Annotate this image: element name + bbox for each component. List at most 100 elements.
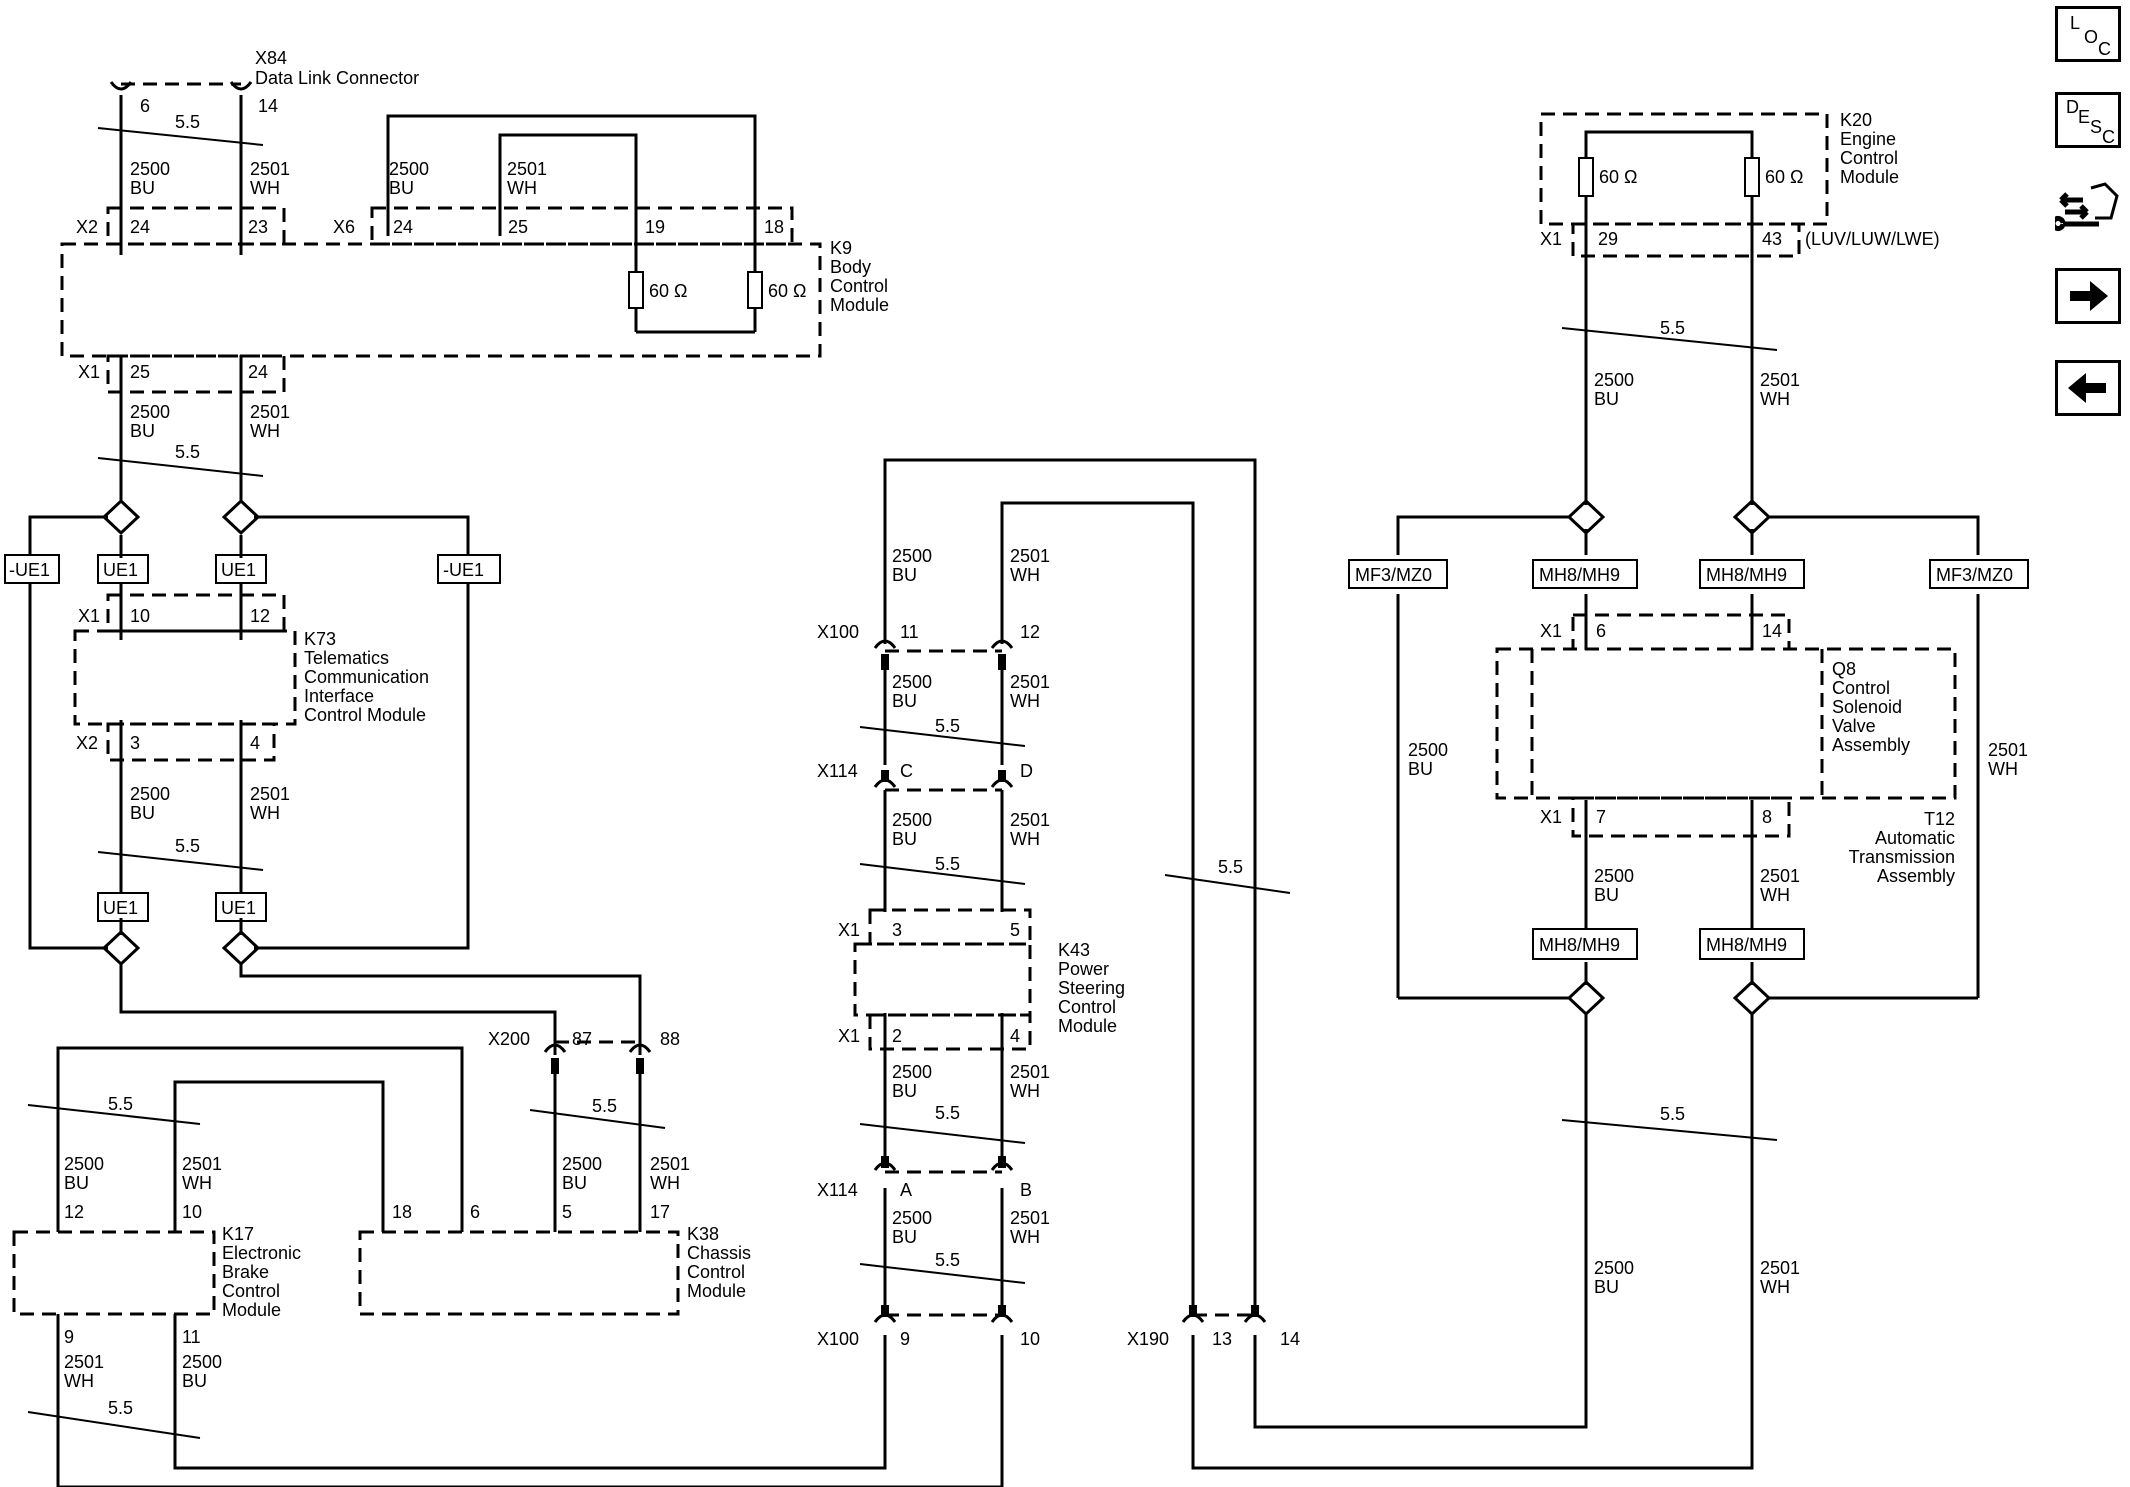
svg-text:WH: WH	[250, 178, 280, 198]
svg-text:12: 12	[1020, 622, 1040, 642]
svg-text:2: 2	[892, 1026, 902, 1046]
svg-text:-UE1: -UE1	[443, 560, 484, 580]
svg-text:2501: 2501	[1010, 810, 1050, 830]
module-labels: X84 Data Link Connector K9 Body Control …	[222, 48, 1955, 1320]
connector-ids: X2 X6 X1 X1 X2 X200 X100 X114 X1 X1 X114…	[76, 217, 1562, 1349]
svg-text:4: 4	[1010, 1026, 1020, 1046]
previous-button[interactable]	[2055, 360, 2121, 416]
svg-text:T12: T12	[1924, 809, 1955, 829]
svg-text:BU: BU	[1594, 885, 1619, 905]
svg-text:L: L	[2070, 13, 2080, 33]
svg-text:24: 24	[393, 217, 413, 237]
svg-text:X1: X1	[78, 362, 100, 382]
svg-text:Engine: Engine	[1840, 129, 1896, 149]
svg-text:24: 24	[130, 217, 150, 237]
svg-text:2501: 2501	[1010, 546, 1050, 566]
svg-text:43: 43	[1762, 229, 1782, 249]
svg-text:2501: 2501	[1760, 866, 1800, 886]
svg-text:BU: BU	[892, 691, 917, 711]
svg-text:2501: 2501	[250, 402, 290, 422]
option-box-mh8	[1699, 928, 1805, 960]
svg-text:Control: Control	[222, 1281, 280, 1301]
svg-text:2500: 2500	[64, 1154, 104, 1174]
svg-text:Valve: Valve	[1832, 716, 1876, 736]
svg-text:5.5: 5.5	[108, 1398, 133, 1418]
resistor-k20-a	[1578, 157, 1594, 197]
svg-text:2501: 2501	[1760, 1258, 1800, 1278]
svg-text:23: 23	[248, 217, 268, 237]
twist-marks	[27, 127, 1778, 1439]
svg-text:MH8/MH9: MH8/MH9	[1706, 565, 1787, 585]
svg-text:D: D	[2066, 97, 2079, 117]
svg-text:MF3/MZ0: MF3/MZ0	[1355, 565, 1432, 585]
svg-text:Assembly: Assembly	[1877, 866, 1955, 886]
svg-text:X2: X2	[76, 217, 98, 237]
svg-text:Control: Control	[1832, 678, 1890, 698]
svg-text:K73: K73	[304, 629, 336, 649]
svg-text:2500: 2500	[892, 1208, 932, 1228]
splice-diamonds	[101, 498, 1772, 1017]
svg-text:2500: 2500	[1594, 370, 1634, 390]
svg-text:K17: K17	[222, 1224, 254, 1244]
svg-text:WH: WH	[250, 421, 280, 441]
svg-text:MH8/MH9: MH8/MH9	[1706, 935, 1787, 955]
schematic-service-button[interactable]	[2055, 178, 2121, 234]
svg-text:BU: BU	[64, 1173, 89, 1193]
svg-text:Body: Body	[830, 257, 871, 277]
svg-text:BU: BU	[1594, 1277, 1619, 1297]
svg-text:BU: BU	[892, 565, 917, 585]
svg-text:BU: BU	[892, 829, 917, 849]
svg-text:14: 14	[258, 96, 278, 116]
svg-text:29: 29	[1598, 229, 1618, 249]
svg-text:2501: 2501	[650, 1154, 690, 1174]
desc-button[interactable]: D E S C	[2055, 92, 2121, 148]
svg-text:X2: X2	[76, 733, 98, 753]
next-button[interactable]	[2055, 268, 2121, 324]
svg-text:X1: X1	[78, 606, 100, 626]
pin-numbers: 6 14 24 23 24 25 19 18 25 24 10 12 3 4 8…	[64, 96, 1782, 1349]
svg-text:BU: BU	[130, 421, 155, 441]
option-box-mh8	[1532, 559, 1638, 589]
svg-text:BU: BU	[892, 1227, 917, 1247]
svg-text:25: 25	[508, 217, 528, 237]
option-box-mh8	[1699, 559, 1805, 589]
svg-text:Brake: Brake	[222, 1262, 269, 1282]
svg-text:2500: 2500	[892, 810, 932, 830]
svg-text:60 Ω: 60 Ω	[768, 281, 806, 301]
svg-text:12: 12	[250, 606, 270, 626]
x84-name: Data Link Connector	[255, 68, 419, 88]
svg-text:2500: 2500	[130, 784, 170, 804]
svg-text:2500: 2500	[130, 159, 170, 179]
resistors: 60 Ω 60 Ω 60 Ω 60 Ω	[628, 157, 1803, 309]
loc-button[interactable]: L O C	[2055, 6, 2121, 62]
svg-text:Control Module: Control Module	[304, 705, 426, 725]
svg-text:5.5: 5.5	[1660, 1104, 1685, 1124]
twist-labels: 5.5 5.5 5.5 5.5 5.5 5.5 5.5 5.5 5.5 5.5 …	[108, 112, 1685, 1418]
svg-text:2501: 2501	[64, 1352, 104, 1372]
svg-text:O: O	[2084, 27, 2098, 47]
svg-text:MH8/MH9: MH8/MH9	[1539, 935, 1620, 955]
svg-text:2501: 2501	[250, 784, 290, 804]
svg-text:5.5: 5.5	[175, 112, 200, 132]
svg-text:2501: 2501	[1988, 740, 2028, 760]
svg-text:5.5: 5.5	[935, 854, 960, 874]
svg-text:X1: X1	[1540, 229, 1562, 249]
svg-text:-UE1: -UE1	[9, 560, 50, 580]
svg-text:2500: 2500	[1408, 740, 1448, 760]
svg-text:X190: X190	[1127, 1329, 1169, 1349]
svg-text:2501: 2501	[1760, 370, 1800, 390]
svg-text:BU: BU	[130, 803, 155, 823]
svg-text:WH: WH	[64, 1371, 94, 1391]
svg-text:Control: Control	[1058, 997, 1116, 1017]
svg-text:13: 13	[1212, 1329, 1232, 1349]
svg-text:C: C	[2102, 127, 2115, 145]
svg-text:2501: 2501	[182, 1154, 222, 1174]
svg-text:WH: WH	[250, 803, 280, 823]
svg-text:Automatic: Automatic	[1875, 828, 1955, 848]
resistor-k9-b	[747, 271, 763, 309]
svg-text:9: 9	[64, 1327, 74, 1347]
x84-id: X84	[255, 48, 287, 68]
svg-text:S: S	[2090, 117, 2102, 137]
